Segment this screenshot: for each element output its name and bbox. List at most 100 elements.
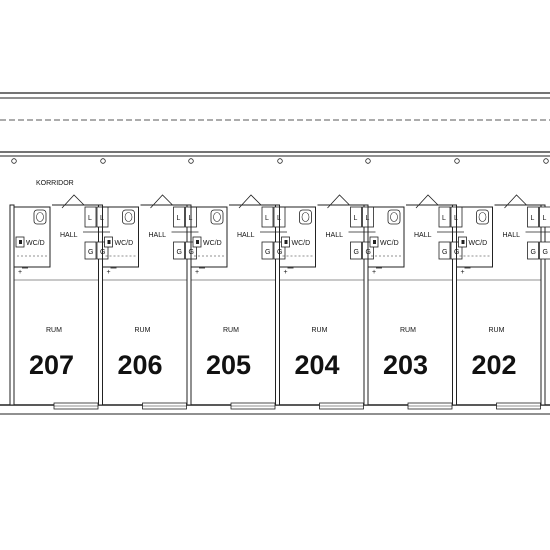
hall-label: HALL: [326, 232, 344, 239]
wardrobe-l: [539, 206, 550, 228]
toilet-bowl: [36, 212, 44, 222]
fixture-label-g: G: [442, 249, 447, 256]
wc-label: WC/D: [469, 240, 488, 247]
hall-label: HALL: [60, 232, 78, 239]
wc-label: WC/D: [292, 240, 311, 247]
room-number: 205: [206, 350, 251, 380]
wardrobe-l: [527, 206, 539, 228]
hall-label: HALL: [237, 232, 255, 239]
room-number: 204: [295, 350, 340, 380]
bathroom-wall: [279, 206, 316, 268]
room-label: RUM: [489, 327, 505, 334]
fixture-label-g: G: [265, 249, 270, 256]
wardrobe-l: [438, 206, 451, 228]
fixture-label-l: L: [543, 215, 547, 222]
wardrobe-l: [84, 206, 97, 228]
wardrobe-g: [261, 241, 274, 260]
toilet: [476, 209, 489, 225]
wc-label: WC/D: [115, 240, 134, 247]
fixture-label-l: L: [88, 215, 92, 222]
door-swing: [61, 194, 85, 209]
vent-mark: +: [18, 269, 22, 276]
room-number: 207: [29, 350, 74, 380]
room-number: 206: [118, 350, 163, 380]
party-wall: [98, 204, 103, 406]
bathroom-wall: [13, 206, 51, 268]
door-swing: [504, 194, 527, 209]
party-wall: [275, 204, 280, 406]
corridor-lights: [11, 158, 549, 164]
toilet: [122, 209, 135, 225]
party-wall: [9, 204, 15, 406]
vent-mark: +: [195, 269, 199, 276]
fixture-label-l: L: [177, 215, 181, 222]
hall-label: HALL: [503, 232, 521, 239]
party-wall: [452, 204, 457, 406]
sink-tap: [373, 240, 376, 244]
fixture-label-g: G: [543, 249, 548, 256]
sink-tap: [19, 240, 22, 244]
wardrobe-g: [527, 241, 539, 260]
room-label: RUM: [135, 327, 151, 334]
fixture-label-l: L: [442, 215, 446, 222]
wc-label: WC/D: [26, 240, 45, 247]
wardrobe-g: [173, 241, 185, 260]
door-swing: [415, 194, 439, 209]
party-wall: [540, 204, 546, 406]
toilet-bowl: [124, 212, 133, 222]
bathroom-wall: [190, 206, 228, 268]
door-swing: [327, 194, 350, 209]
vent-mark: +: [107, 269, 111, 276]
fixture-label-g: G: [354, 249, 359, 256]
vent-mark: +: [284, 269, 288, 276]
wardrobe-g: [438, 241, 451, 260]
wardrobe-l: [350, 206, 362, 228]
hall-label: HALL: [149, 232, 167, 239]
sink-tap: [107, 240, 111, 244]
wardrobe-l: [261, 206, 274, 228]
fixture-label-g: G: [177, 249, 182, 256]
fixture-label-g: G: [88, 249, 93, 256]
hall-label: HALL: [414, 232, 432, 239]
room-number: 203: [383, 350, 428, 380]
room-label: RUM: [312, 327, 328, 334]
vent-mark: +: [461, 269, 465, 276]
bathroom-wall: [102, 206, 139, 268]
vent-mark: +: [372, 269, 376, 276]
sink-tap: [461, 240, 465, 244]
wc-label: WC/D: [203, 240, 222, 247]
room-label: RUM: [223, 327, 239, 334]
toilet: [299, 209, 312, 225]
party-wall: [186, 204, 192, 406]
corridor-label: KORRIDOR: [36, 180, 74, 187]
fixture-label-l: L: [354, 215, 358, 222]
bathroom-wall: [456, 206, 493, 268]
wardrobe-g: [350, 241, 362, 260]
door-swing: [238, 194, 262, 209]
toilet-bowl: [213, 212, 221, 222]
toilet: [210, 209, 224, 225]
toilet: [33, 209, 47, 225]
room-number: 202: [472, 350, 517, 380]
toilet-bowl: [390, 212, 398, 222]
wardrobe-g: [84, 241, 97, 260]
door-swing: [150, 194, 173, 209]
fixture-label-l: L: [265, 215, 269, 222]
sink-tap: [196, 240, 199, 244]
fixture-label-g: G: [531, 249, 536, 256]
toilet-bowl: [478, 212, 487, 222]
wc-label: WC/D: [380, 240, 399, 247]
room-label: RUM: [46, 327, 62, 334]
toilet: [387, 209, 401, 225]
wardrobe-l: [173, 206, 185, 228]
toilet-bowl: [301, 212, 310, 222]
wardrobe-g: [539, 241, 550, 260]
